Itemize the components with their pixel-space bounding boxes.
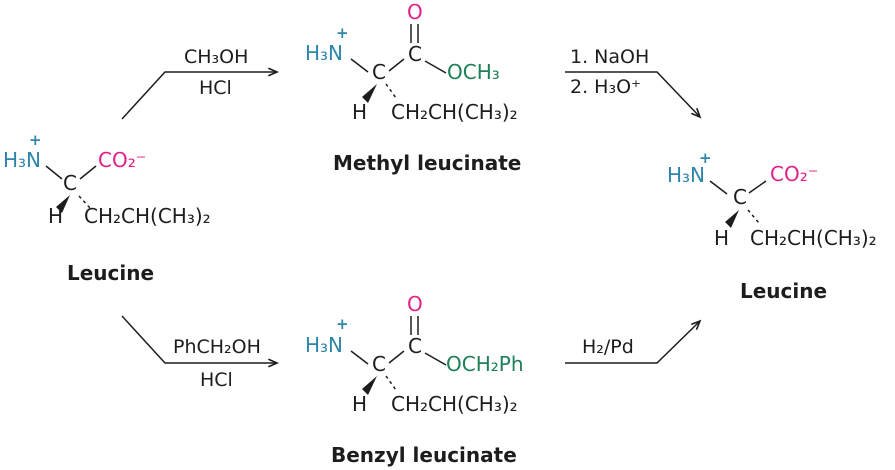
reaction-arrow-bottom-left — [121, 315, 279, 368]
isobutyl-side-chain: CH₂CH(CH₃)₂ — [750, 226, 877, 250]
reaction-arrow-top-left — [121, 67, 279, 120]
structure-label: Leucine — [67, 261, 155, 285]
amine-group: H₃N — [305, 333, 344, 357]
reagent-benzyl-alcohol: PhCH₂OH — [173, 336, 261, 358]
carbonyl-oxygen: O — [407, 292, 423, 316]
carboxylate-group: CO₂⁻ — [98, 148, 147, 172]
carbonyl-carbon: C — [408, 334, 422, 358]
wedge-hydrogen: H — [352, 100, 368, 124]
ammonium-charge: + — [336, 315, 349, 333]
alpha-carbon: C — [372, 60, 386, 84]
alpha-carbon: C — [733, 185, 747, 209]
benzyl-ester-group: OCH₂Ph — [446, 352, 524, 376]
amine-group: H₃N — [667, 163, 706, 187]
carbonyl-carbon: C — [408, 42, 422, 66]
structure-label: Benzyl leucinate — [331, 443, 517, 467]
structure-label: Methyl leucinate — [333, 151, 522, 175]
reagent-hydronium-step2: 2. H₃O⁺ — [570, 76, 642, 98]
reaction-arrow-bottom-right — [565, 319, 702, 364]
alpha-carbon: C — [372, 352, 386, 376]
ammonium-charge: + — [29, 131, 42, 149]
isobutyl-side-chain: CH₂CH(CH₃)₂ — [84, 204, 211, 228]
bonds-benzyl-leucinate — [350, 316, 447, 395]
bonds-methyl-leucinate — [350, 24, 447, 103]
bonds-leucine-right — [709, 180, 767, 228]
wedge-hydrogen: H — [48, 204, 64, 228]
alpha-carbon: C — [63, 171, 77, 195]
reagent-h2-pd: H₂/Pd — [582, 336, 634, 358]
carbonyl-oxygen: O — [407, 0, 423, 24]
reagent-methanol: CH₃OH — [184, 46, 249, 68]
isobutyl-side-chain: CH₂CH(CH₃)₂ — [391, 100, 518, 124]
ammonium-charge: + — [699, 149, 712, 167]
ammonium-charge: + — [336, 24, 349, 42]
structure-label: Leucine — [740, 279, 828, 303]
reagent-hcl: HCl — [199, 77, 232, 99]
reaction-arrow-top-right — [565, 71, 702, 119]
amine-group: H₃N — [3, 148, 42, 172]
wedge-hydrogen: H — [352, 392, 368, 416]
carboxylate-group: CO₂⁻ — [770, 162, 819, 186]
wedge-hydrogen: H — [714, 226, 730, 250]
amine-group: H₃N — [305, 41, 344, 65]
reagent-hcl: HCl — [200, 369, 233, 391]
bonds-leucine-left — [45, 165, 97, 213]
reagent-naoh-step1: 1. NaOH — [570, 46, 650, 68]
methyl-ester-group: OCH₃ — [447, 60, 500, 84]
isobutyl-side-chain: CH₂CH(CH₃)₂ — [391, 392, 518, 416]
